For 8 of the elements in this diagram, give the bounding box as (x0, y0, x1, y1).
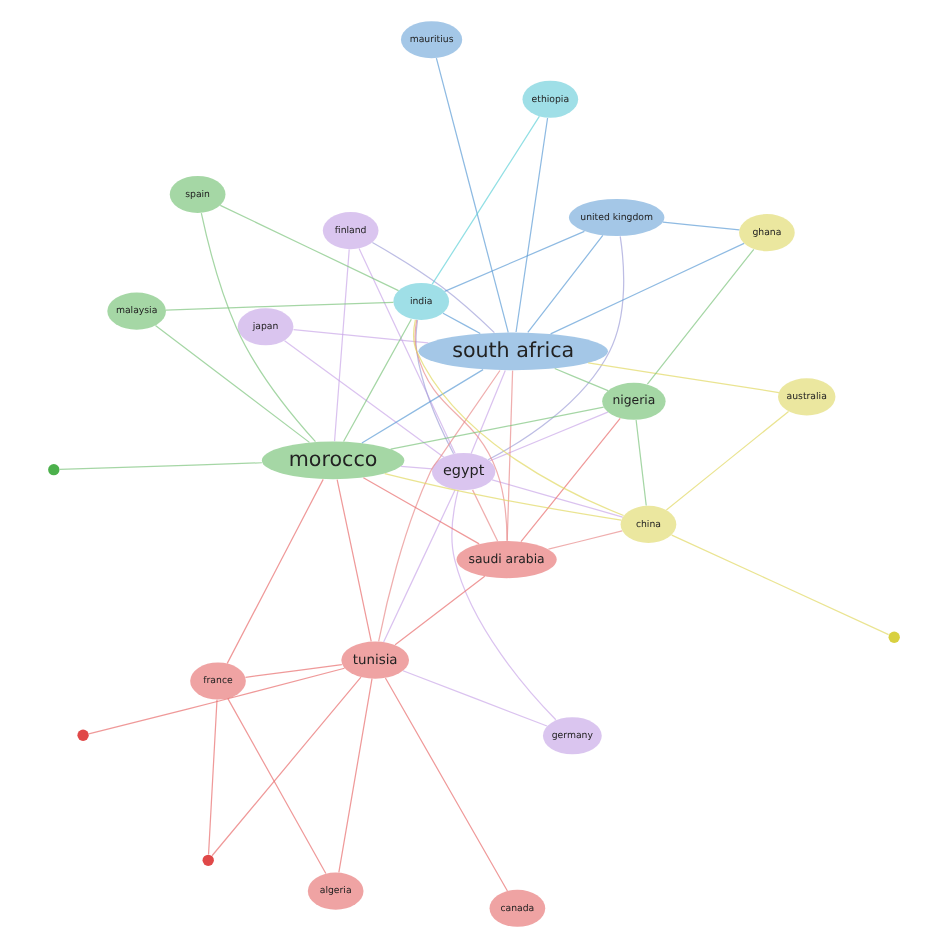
node-circle (77, 729, 89, 741)
connector (219, 204, 400, 292)
connector (200, 212, 317, 443)
node-circle (202, 854, 214, 866)
node-ellipse: morocco (261, 441, 405, 480)
node-circle (888, 631, 900, 643)
node-ellipse: south africa (418, 332, 608, 371)
node-circle (48, 464, 60, 476)
